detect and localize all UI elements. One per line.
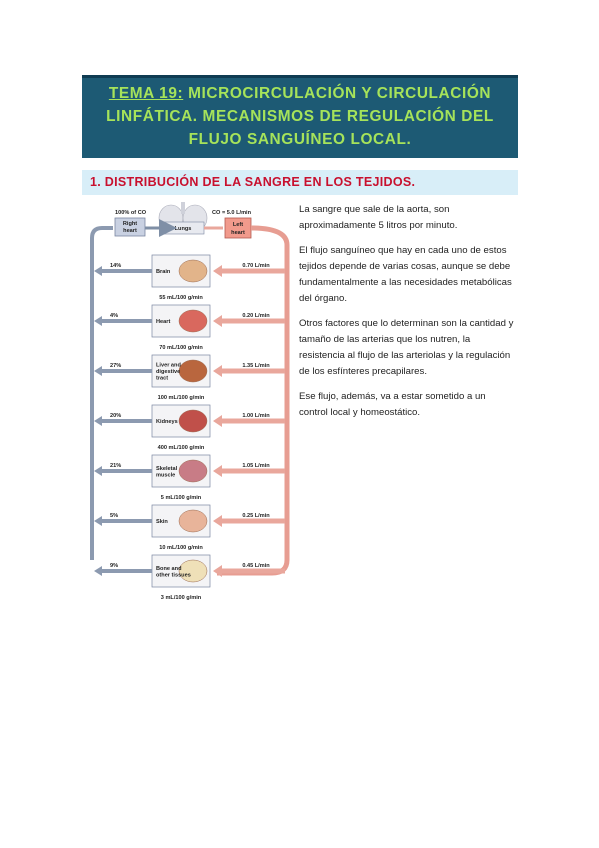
perfusion-rate: 5 mL/100 g/min xyxy=(161,495,202,501)
organ-name: muscle xyxy=(156,472,175,478)
body-text: La sangre que sale de la aorta, son apro… xyxy=(299,202,514,430)
right-heart-label-2: heart xyxy=(123,228,137,234)
title-line-1: MICROCIRCULACIÓN Y CIRCULACIÓN xyxy=(183,85,492,102)
organ-row xyxy=(94,454,285,488)
skin-icon xyxy=(178,509,208,533)
organ-name: Skeletal xyxy=(156,466,178,472)
organ-row xyxy=(94,554,285,588)
organ-name: Heart xyxy=(156,319,170,325)
flow-rate: 0.45 L/min xyxy=(242,563,270,569)
topic-title: TEMA 19: MICROCIRCULACIÓN Y CIRCULACIÓN … xyxy=(82,75,518,158)
organ-row xyxy=(94,304,285,338)
flow-rate: 1.05 L/min xyxy=(242,463,270,469)
organ-name: Bone and xyxy=(156,566,182,572)
paragraph-1: La sangre que sale de la aorta, son apro… xyxy=(299,204,458,231)
flow-percent: 4% xyxy=(110,313,118,319)
perfusion-rate: 10 mL/100 g/min xyxy=(159,545,203,551)
flow-rate: 0.20 L/min xyxy=(242,313,270,319)
title-line-2: LINFÁTICA. MECANISMOS DE REGULACIÓN DEL xyxy=(106,108,494,125)
section-heading: 1. DISTRIBUCIÓN DE LA SANGRE EN LOS TEJI… xyxy=(82,170,518,195)
paragraph-2: El flujo sanguíneo que hay en cada uno d… xyxy=(299,245,512,304)
heart-organ-icon xyxy=(178,309,208,333)
flow-percent: 27% xyxy=(110,363,121,369)
co-percent-label: 100% of CO xyxy=(115,210,147,216)
muscle-icon xyxy=(178,459,208,483)
flow-percent: 20% xyxy=(110,413,121,419)
paragraph-4: Ese flujo, además, va a estar sometido a… xyxy=(299,391,486,418)
venous-return xyxy=(90,226,113,560)
organ-name: other tissues xyxy=(156,572,191,578)
left-heart-label: Left xyxy=(233,222,243,228)
organ-name: Liver and xyxy=(156,363,181,369)
paragraph-3: Otros factores que lo determinan son la … xyxy=(299,318,514,377)
flow-percent: 9% xyxy=(110,563,118,569)
organ-row xyxy=(94,404,285,438)
flow-rate: 1.35 L/min xyxy=(242,363,270,369)
perfusion-rate: 100 mL/100 g/min xyxy=(158,395,205,401)
flow-percent: 21% xyxy=(110,463,121,469)
organ-name: Skin xyxy=(156,519,168,525)
right-heart-label: Right xyxy=(123,221,137,227)
blood-distribution-diagram: 100% of CO CO = 5.0 L/min Right heart Lu… xyxy=(90,202,290,601)
organ-row xyxy=(94,504,285,538)
lungs-label: Lungs xyxy=(175,226,192,232)
flow-rate: 0.25 L/min xyxy=(242,513,270,519)
liver-icon xyxy=(178,359,208,383)
organ-name: Kidneys xyxy=(156,419,178,425)
perfusion-rate: 70 mL/100 g/min xyxy=(159,345,203,351)
title-line-3: FLUJO SANGUÍNEO LOCAL. xyxy=(188,131,412,148)
perfusion-rate: 3 mL/100 g/min xyxy=(161,595,202,601)
organ-row xyxy=(94,254,285,288)
co-value-label: CO = 5.0 L/min xyxy=(212,210,252,216)
kidney-icon xyxy=(178,409,208,433)
flow-percent: 5% xyxy=(110,513,118,519)
perfusion-rate: 400 mL/100 g/min xyxy=(158,445,205,451)
organ-row xyxy=(94,354,285,388)
flow-rate: 0.70 L/min xyxy=(242,263,270,269)
organ-name: Brain xyxy=(156,269,171,275)
brain-icon xyxy=(178,259,208,283)
perfusion-rate: 55 mL/100 g/min xyxy=(159,295,203,301)
topic-number: TEMA 19: xyxy=(108,85,184,102)
organ-name: digestive xyxy=(156,369,180,375)
flow-percent: 14% xyxy=(110,263,121,269)
left-heart-label-2: heart xyxy=(231,230,245,236)
bone-icon xyxy=(178,559,208,583)
organ-name: tract xyxy=(156,376,168,382)
flow-rate: 1.00 L/min xyxy=(242,413,270,419)
